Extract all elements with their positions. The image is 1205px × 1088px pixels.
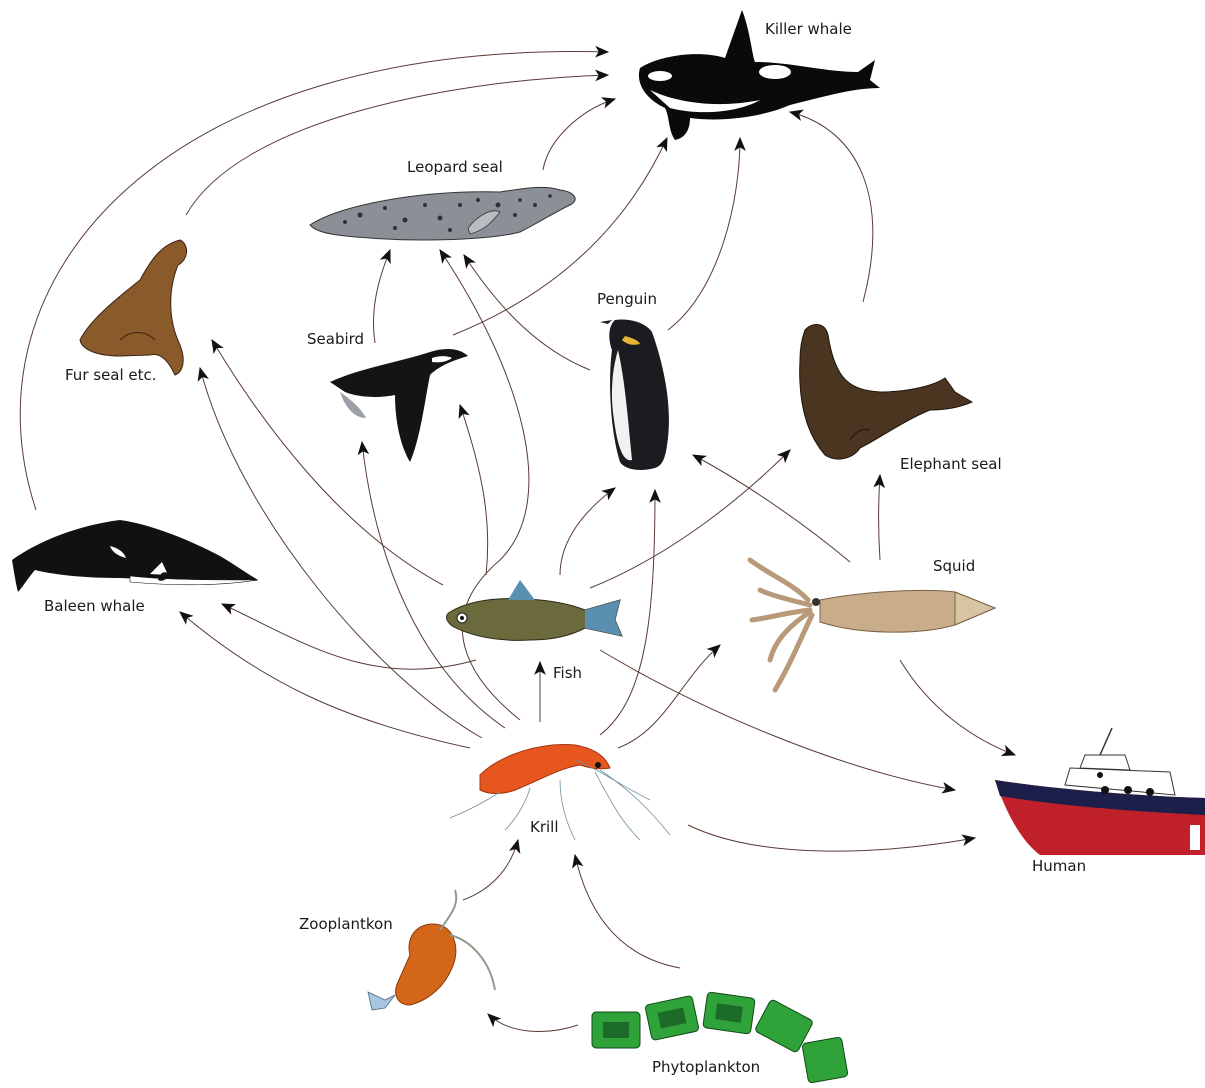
label-killer-whale: Killer whale [765, 20, 852, 38]
arrow-squid-to-penguin [693, 455, 850, 562]
baleen-whale-illustration [12, 520, 258, 592]
label-fish: Fish [553, 664, 582, 682]
arrow-krill-to-baleen-whale [180, 612, 470, 748]
label-seabird: Seabird [307, 330, 364, 348]
arrow-krill-to-squid [618, 645, 720, 748]
arrow-fish-to-penguin [560, 488, 615, 575]
label-penguin: Penguin [597, 290, 657, 308]
boat-illustration [995, 728, 1205, 855]
arrow-krill-to-fur-seal [200, 368, 482, 738]
seabird-illustration [330, 349, 468, 462]
arrow-baleen-whale-to-killer-whale [20, 52, 608, 510]
label-krill: Krill [530, 818, 559, 836]
label-elephant-seal: Elephant seal [900, 455, 1002, 473]
arrow-krill-to-human [688, 825, 975, 851]
arrow-seabird-to-leopard-seal [373, 250, 390, 343]
leopard-seal-illustration [310, 187, 575, 240]
label-squid: Squid [933, 557, 975, 575]
arrow-penguin-to-leopard-seal [464, 255, 590, 370]
label-phytoplankton: Phytoplankton [652, 1058, 760, 1076]
label-fur-seal: Fur seal etc. [65, 366, 157, 384]
squid-illustration [750, 560, 995, 690]
arrow-elephant-seal-to-killer-whale [790, 112, 873, 302]
label-zooplankton: Zooplantkon [299, 915, 393, 933]
arrow-leopard-seal-to-killer-whale [543, 99, 615, 170]
zooplankton-illustration [368, 890, 495, 1010]
arrow-penguin-to-killer-whale [668, 138, 740, 330]
arrow-krill-to-seabird [362, 442, 505, 728]
arrow-fish-to-human [600, 650, 955, 790]
arrow-fish-to-seabird [460, 405, 488, 575]
krill-illustration [450, 745, 670, 840]
label-leopard-seal: Leopard seal [407, 158, 503, 176]
arrow-squid-to-elephant-seal [879, 475, 881, 560]
arrow-fish-to-baleen-whale [222, 604, 476, 669]
elephant-seal-illustration [800, 325, 972, 460]
label-human: Human [1032, 857, 1086, 875]
arrow-phytoplankton-to-zooplankton [488, 1014, 578, 1031]
label-baleen-whale: Baleen whale [44, 597, 145, 615]
arrow-krill-to-leopard-seal [440, 250, 529, 720]
penguin-illustration [600, 320, 669, 471]
arrow-zooplankton-to-krill [463, 840, 518, 900]
fish-illustration [446, 580, 622, 640]
fur-seal-illustration [80, 240, 187, 375]
arrow-phytoplankton-to-krill [575, 855, 680, 968]
arrow-squid-to-human [900, 660, 1015, 755]
